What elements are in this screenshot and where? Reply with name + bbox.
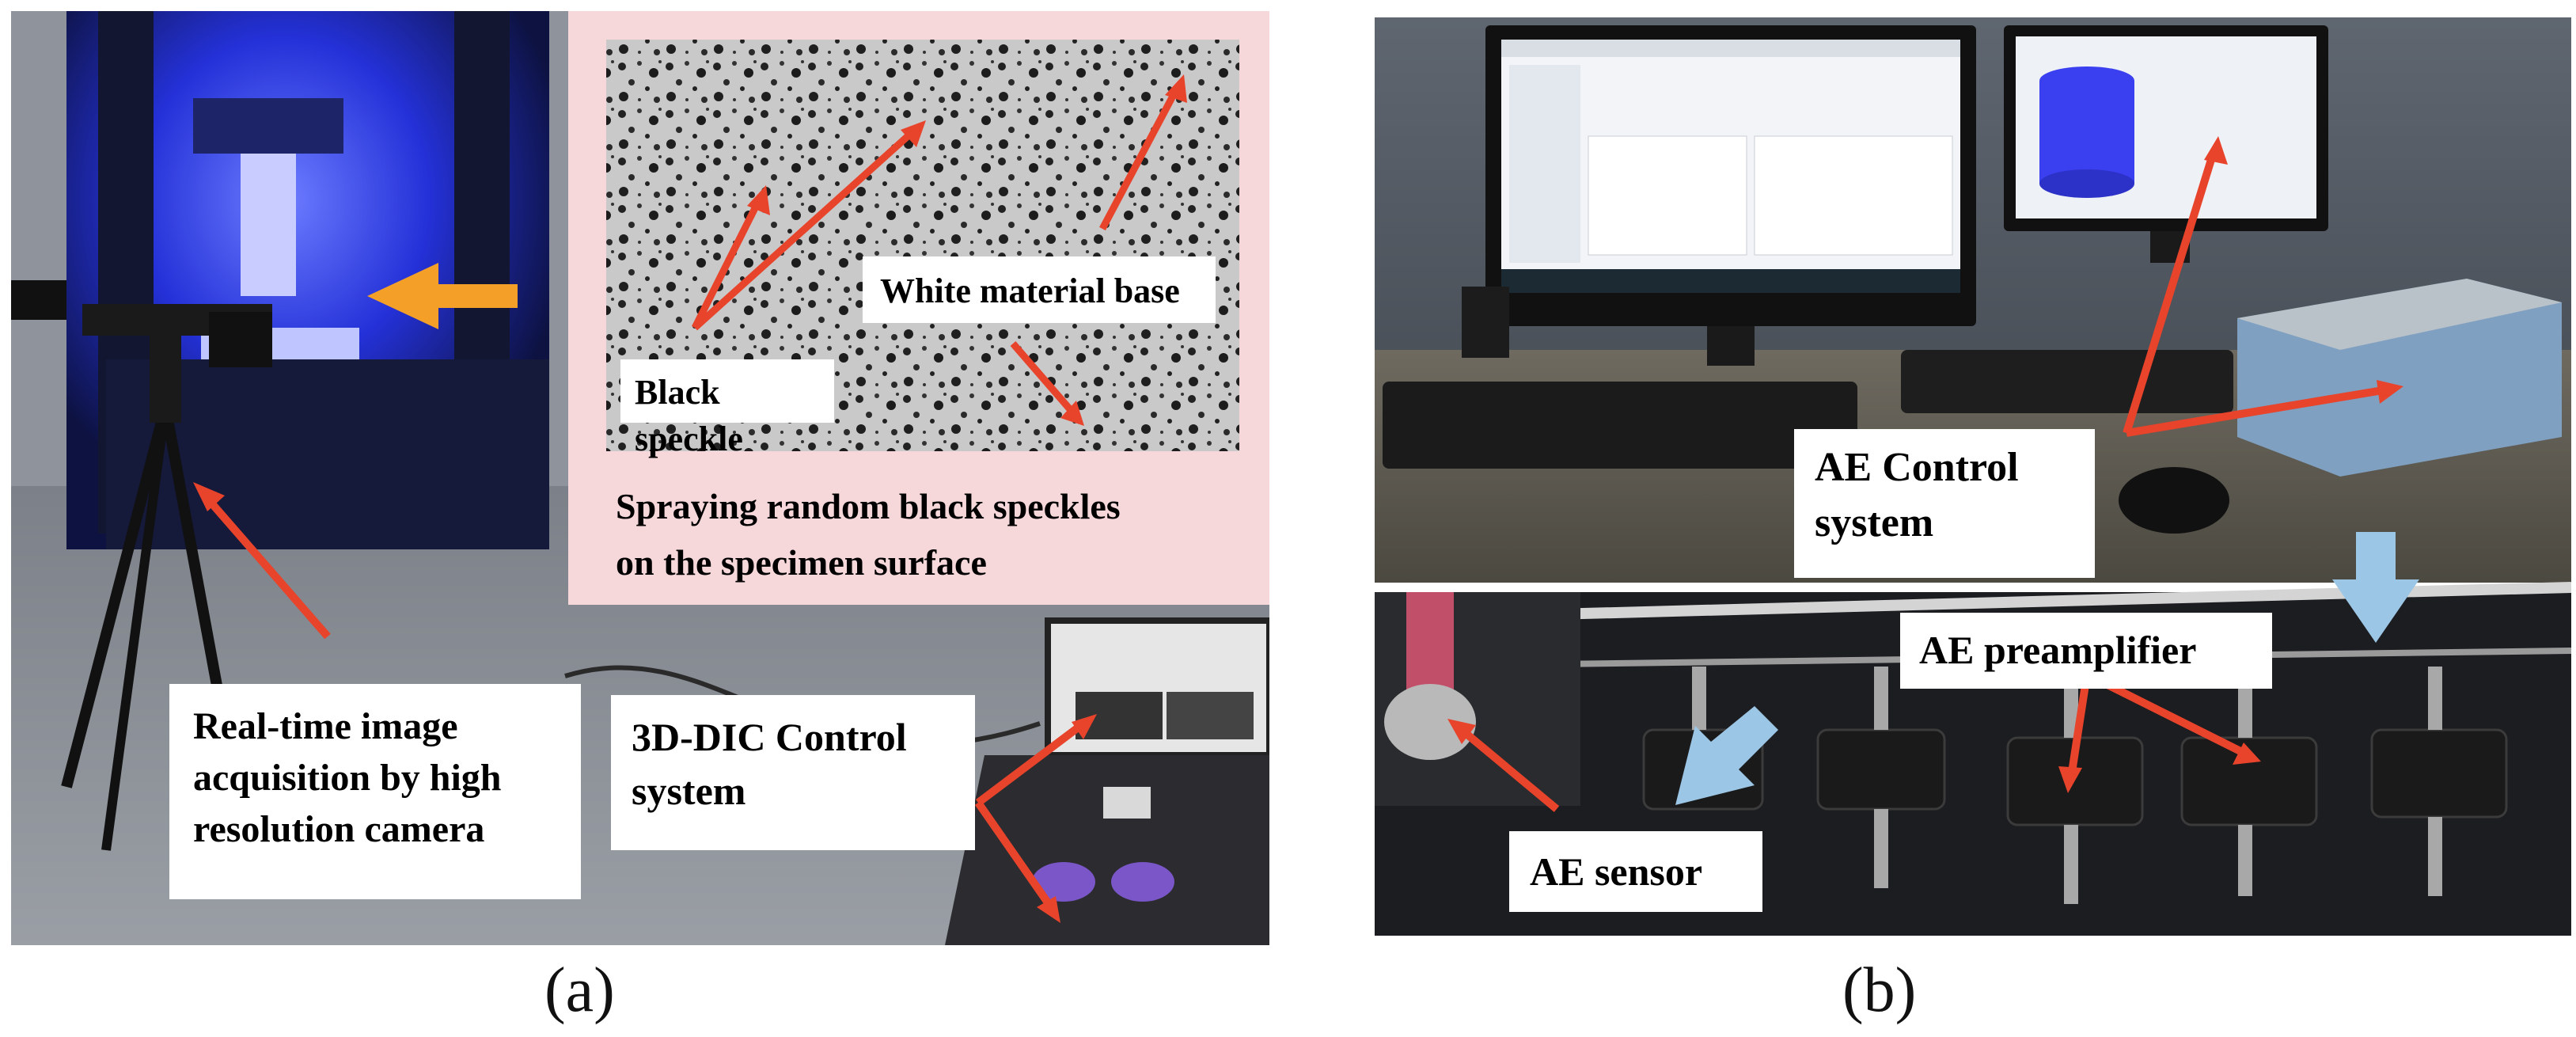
ae-control-label-line2: system xyxy=(1815,500,1934,546)
black-speckle-label: Black speckle xyxy=(620,359,834,458)
dic-label-line2: system xyxy=(632,768,746,813)
white-base-label: White material base xyxy=(863,256,1216,323)
speckle-caption-line1: Spraying random black speckles xyxy=(616,486,1121,526)
camera-label-line2: acquisition by high xyxy=(193,756,502,799)
ae-control-label-line1: AE Control xyxy=(1815,445,2019,490)
speckle-inset: Black speckle White material base Sprayi… xyxy=(568,11,1269,605)
speckle-caption: Spraying random black speckles on the sp… xyxy=(616,478,1121,591)
ae-control-label: AE Control system xyxy=(1794,429,2095,578)
panel-b-photo: AE Control system AE preamplifier AE sen… xyxy=(1375,17,2571,936)
camera-label: Real-time image acquisition by high reso… xyxy=(169,684,581,899)
panel-a-photo: Black speckle White material base Sprayi… xyxy=(11,11,1269,945)
ae-sensor-label: AE sensor xyxy=(1509,831,1762,912)
camera-label-line1: Real-time image xyxy=(193,705,458,747)
camera-label-line3: resolution camera xyxy=(193,807,485,850)
ae-preamp-label: AE preamplifier xyxy=(1900,613,2272,689)
dic-label: 3D-DIC Control system xyxy=(611,695,975,850)
panel-b-caption: (b) xyxy=(1842,955,1917,1025)
dic-label-line1: 3D-DIC Control xyxy=(632,715,907,759)
panel-a-caption: (a) xyxy=(544,955,615,1025)
speckle-caption-line2: on the specimen surface xyxy=(616,542,987,583)
